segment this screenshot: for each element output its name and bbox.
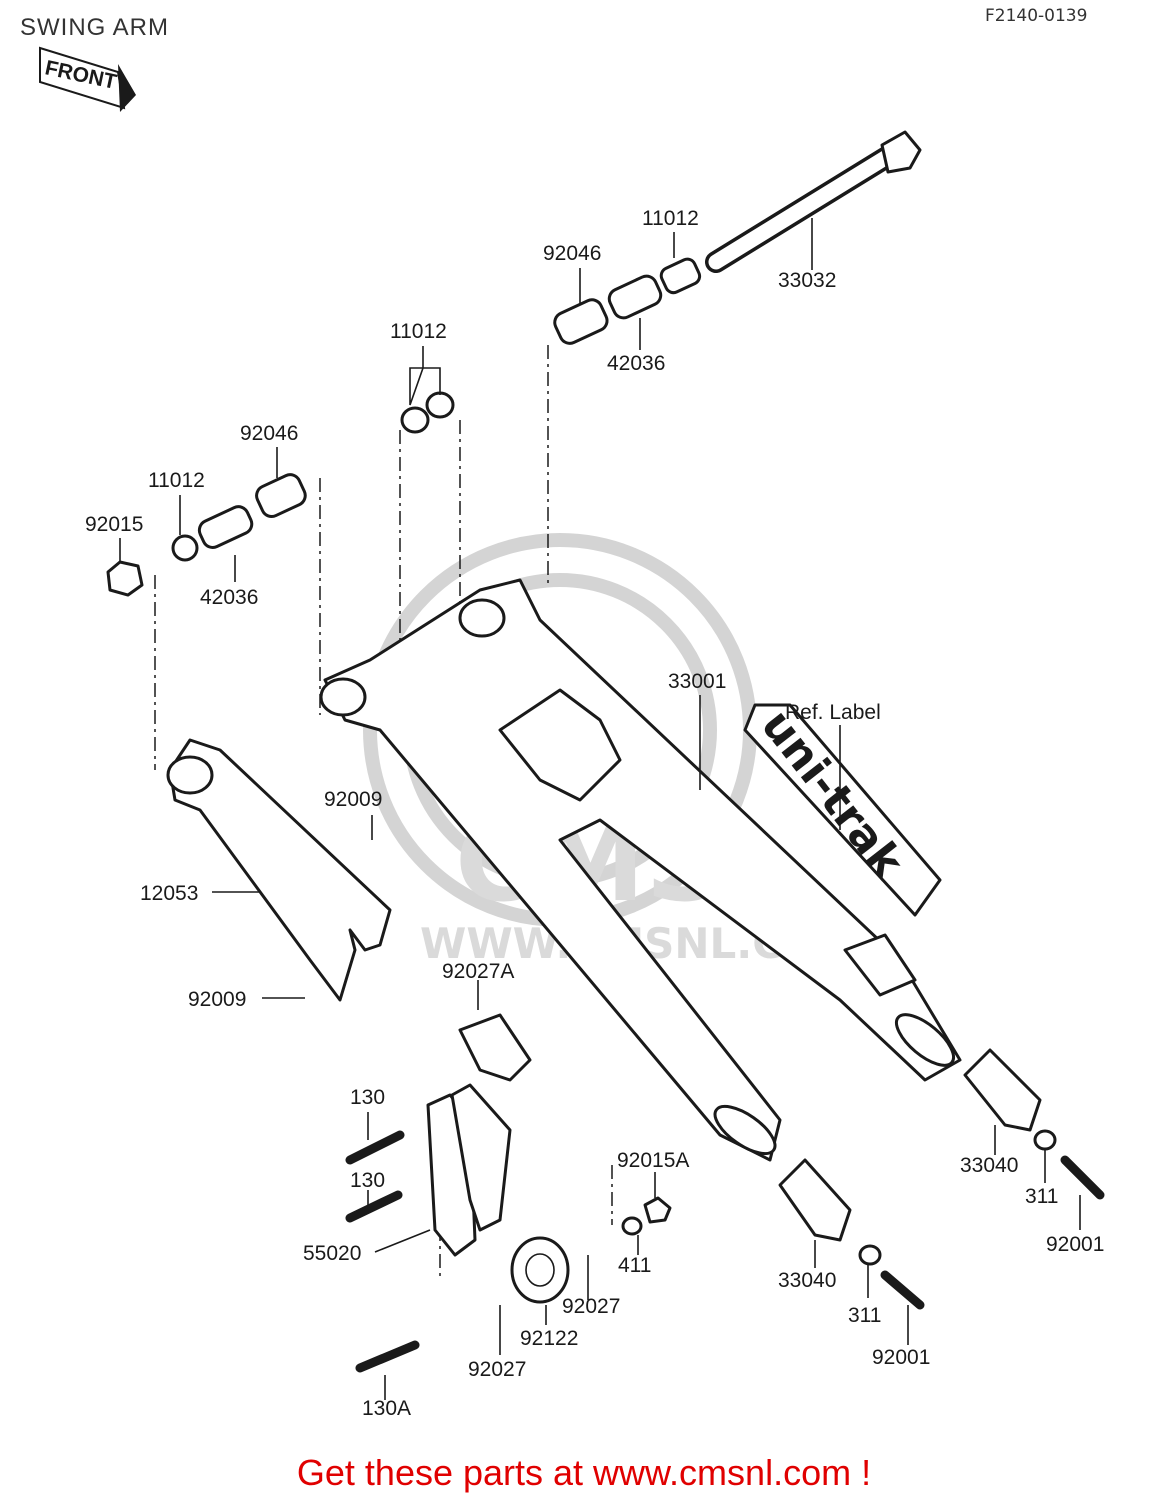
callout-130A: 130A: [362, 1397, 411, 1420]
callout-92001-mid: 92001: [872, 1346, 930, 1369]
callout-11012-mid: 11012: [390, 320, 447, 343]
figure-code: F2140-0139: [985, 6, 1088, 26]
callout-92009-lower: 92009: [188, 988, 246, 1011]
chain-adjusters: [778, 1048, 1042, 1242]
leader-lines: [119, 218, 1081, 1400]
callout-311-right: 311: [1025, 1185, 1058, 1208]
pivot-shaft: [705, 130, 922, 273]
cmsnl-cta-text: Get these parts at www.cmsnl.com !: [296, 1452, 872, 1493]
callout-11012-top: 11012: [642, 207, 699, 230]
tie-rod-links: [426, 1013, 532, 1257]
left-bushings: [106, 473, 307, 597]
callout-33001: 33001: [668, 670, 726, 693]
callout-92046-top: 92046: [543, 242, 601, 265]
callout-11012-left: 11012: [148, 469, 205, 492]
swing-arm-body: [319, 578, 962, 1162]
callout-311-mid: 311: [848, 1304, 881, 1327]
top-bushings: [553, 257, 702, 345]
callout-42036-left: 42036: [200, 586, 258, 609]
callout-92027-right: 92027: [562, 1295, 620, 1318]
callout-42036-top: 42036: [607, 352, 665, 375]
callout-92001-right: 92001: [1046, 1233, 1104, 1256]
callout-411: 411: [618, 1254, 651, 1277]
callout-33032: 33032: [778, 269, 836, 292]
bolts-and-nuts: [345, 1129, 1105, 1373]
callout-33040-right: 33040: [960, 1154, 1018, 1177]
diagram-title: SWING ARM: [20, 14, 170, 41]
chain-guard: [166, 738, 392, 1002]
front-arrow-icon: FRONT: [39, 46, 136, 112]
callout-130-lower: 130: [350, 1169, 385, 1192]
callout-ref-label: Ref. Label: [785, 701, 881, 724]
callout-92046-left: 92046: [240, 422, 298, 445]
callout-92009-upper: 92009: [324, 788, 382, 811]
callout-labels: 33032 11012 92046 42036 11012 92046 1101…: [85, 207, 1104, 1420]
callout-92027A: 92027A: [442, 960, 514, 983]
callout-92027-bottom: 92027: [468, 1358, 526, 1381]
callout-92015: 92015: [85, 513, 143, 536]
callout-92015A: 92015A: [617, 1149, 689, 1172]
callout-92122: 92122: [520, 1327, 578, 1350]
callout-130-upper: 130: [350, 1086, 385, 1109]
callout-12053: 12053: [140, 882, 198, 905]
callout-33040-mid: 33040: [778, 1269, 836, 1292]
callout-55020: 55020: [303, 1242, 361, 1265]
